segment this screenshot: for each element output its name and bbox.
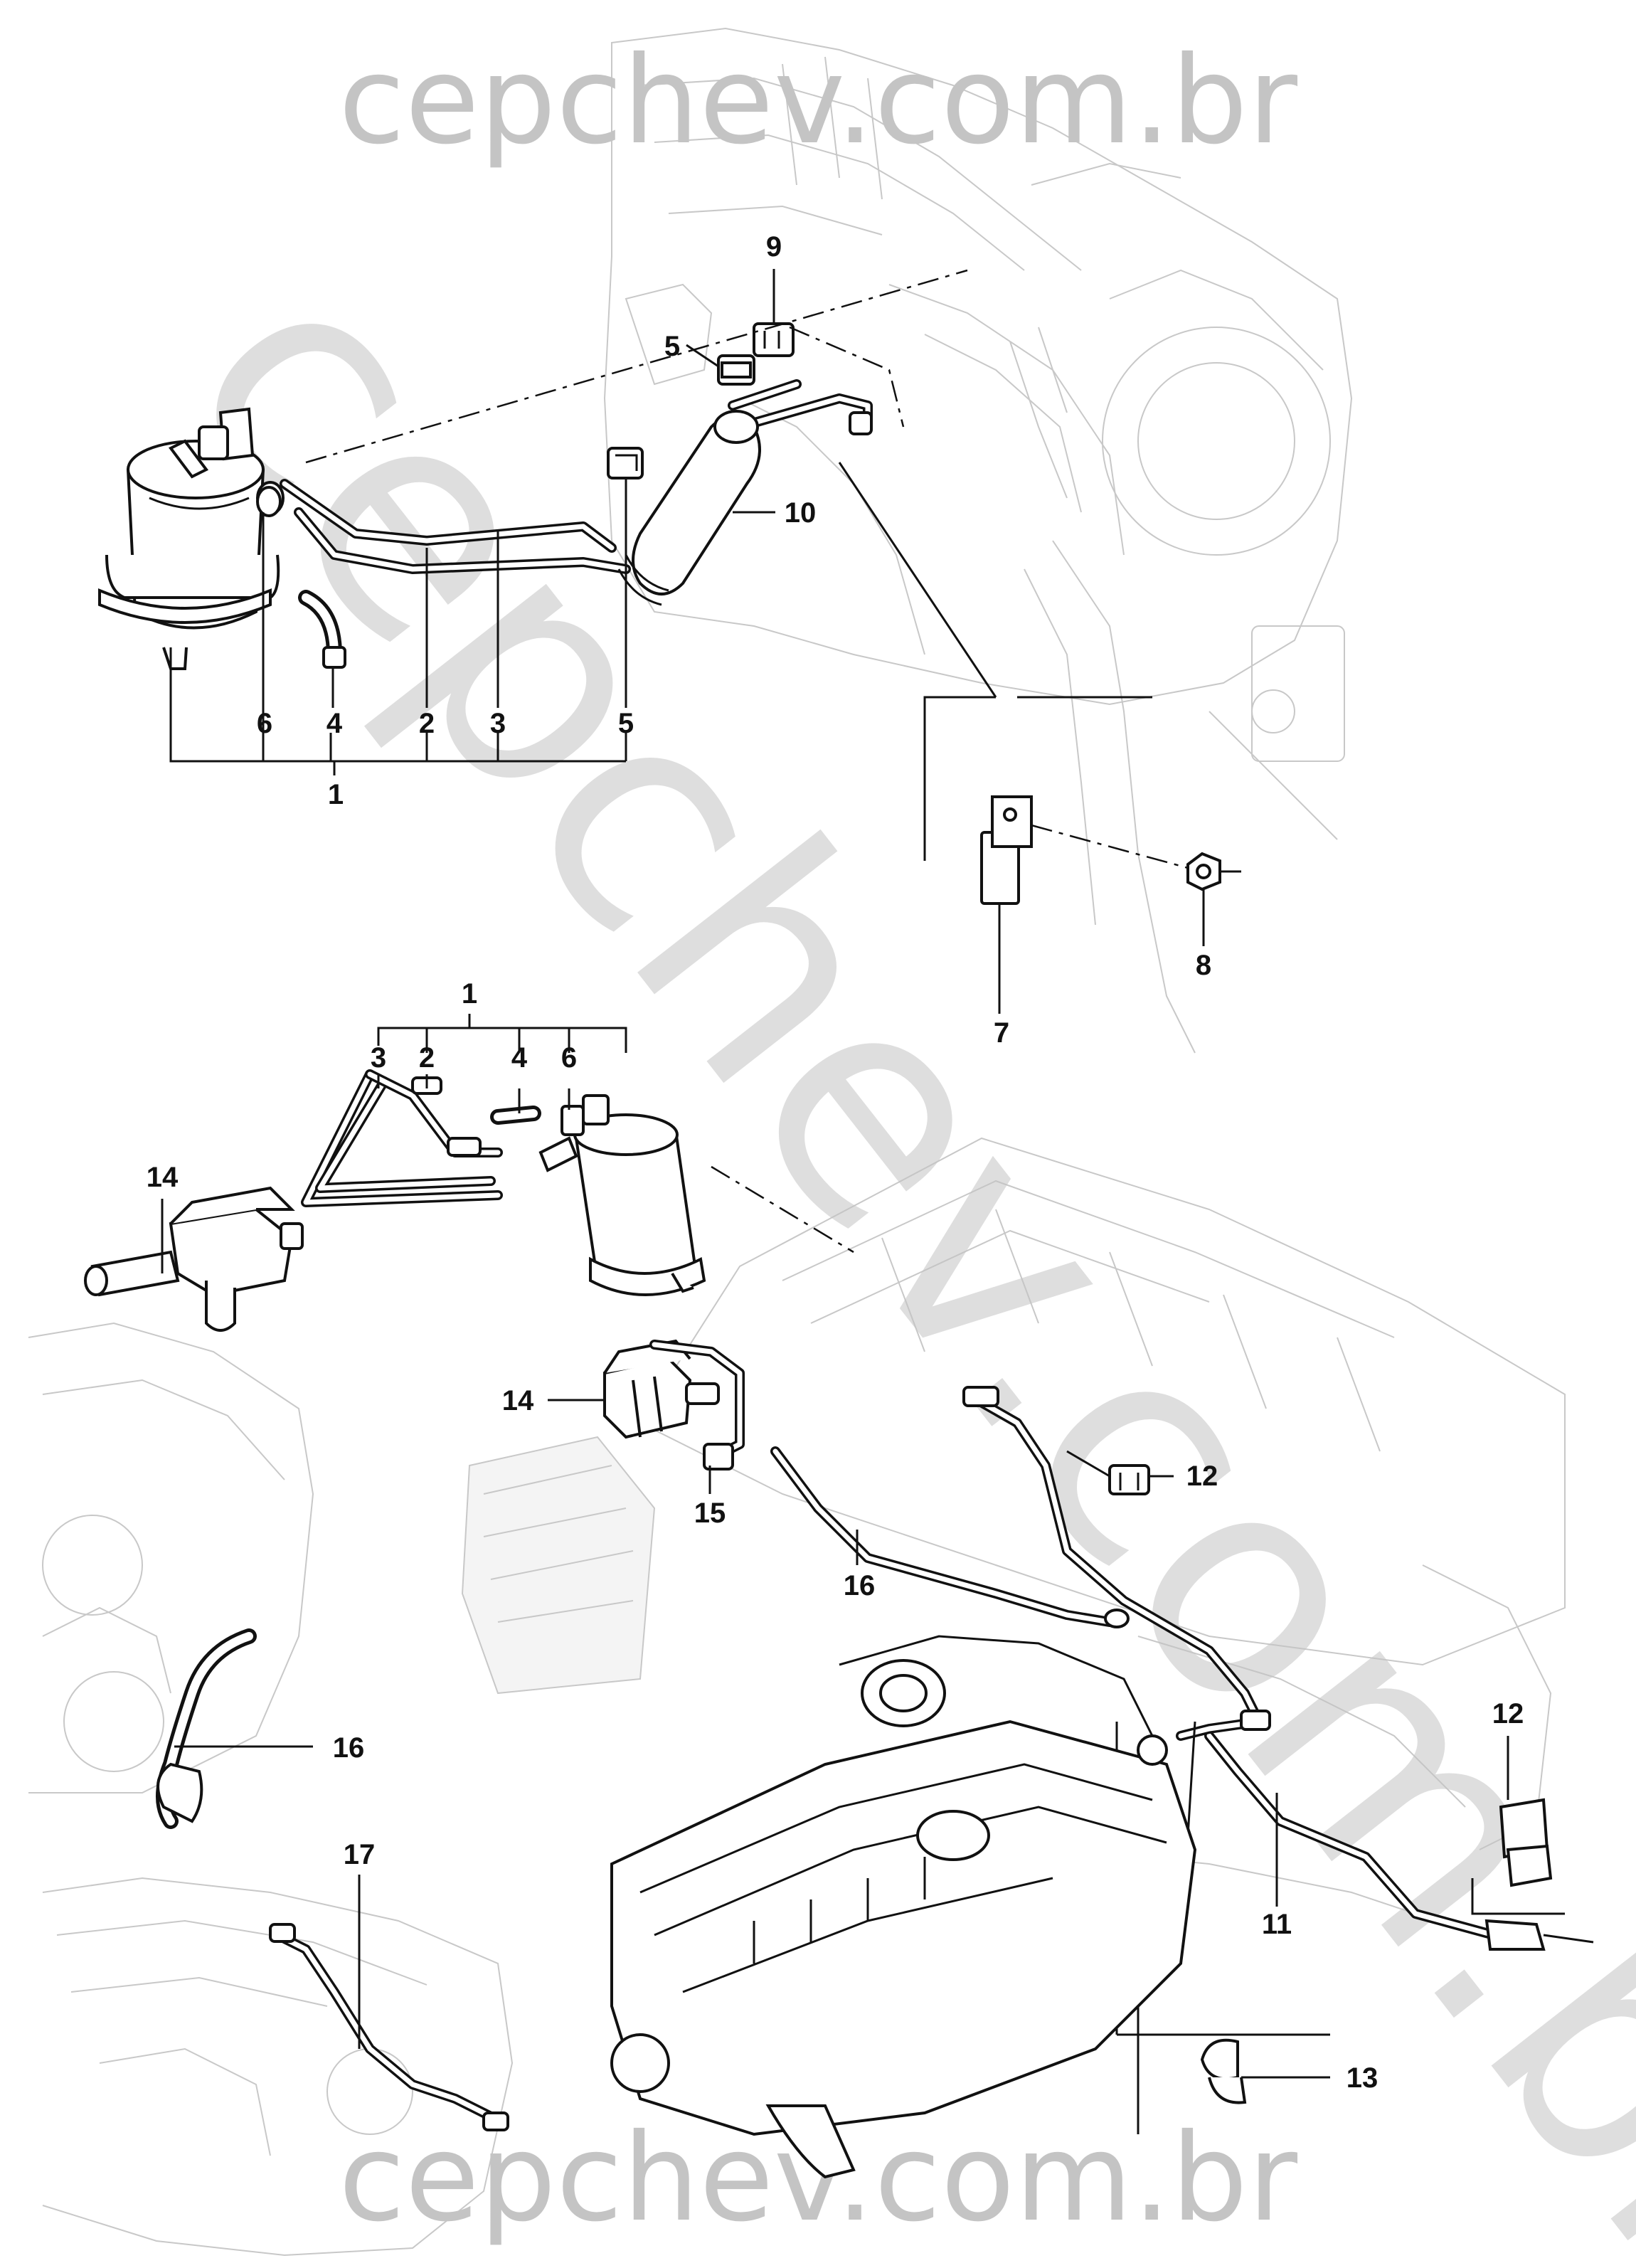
bracket-1-top xyxy=(169,647,627,775)
top-callouts: 1 6 4 2 3 5 5 9 10 7 8 xyxy=(169,231,1211,1049)
hose-16-detail xyxy=(156,1628,257,1829)
callout-bottom-4: 4 xyxy=(511,1042,528,1074)
purge-valve-14-detail xyxy=(84,1186,304,1332)
callout-bottom-12-detail: 12 xyxy=(1492,1698,1524,1729)
callout-top-7: 7 xyxy=(994,1017,1009,1049)
background-body-structure-bottom xyxy=(28,1137,1566,2257)
callout-bottom-14-main: 14 xyxy=(502,1385,534,1416)
guide-line-top-1 xyxy=(305,269,968,464)
top-assembly xyxy=(98,269,1241,905)
callout-top-8: 8 xyxy=(1196,950,1211,981)
callout-bottom-14-detail: 14 xyxy=(147,1162,179,1193)
clip-12-detail xyxy=(1471,1798,1565,1915)
bracket-7 xyxy=(980,795,1033,905)
callout-top-3: 3 xyxy=(490,708,506,739)
hose-16-main xyxy=(770,1446,1130,1628)
engine-block xyxy=(610,1635,1197,2179)
watermark-top: cepchev.com.br xyxy=(339,31,1297,171)
callout-top-5-lower: 5 xyxy=(618,708,634,739)
callout-bottom-16-detail: 16 xyxy=(333,1732,365,1764)
clip-6 xyxy=(256,486,282,517)
clip-5-lower xyxy=(607,447,644,479)
callout-top-1: 1 xyxy=(328,779,344,810)
callout-bottom-15: 15 xyxy=(694,1498,726,1529)
callout-bottom-2: 2 xyxy=(419,1042,435,1074)
bottom-callouts: 1 3 2 4 6 14 14 15 16 16 12 12 11 13 17 xyxy=(147,978,1524,2094)
bottom-canister-group xyxy=(301,1069,854,1296)
callout-top-9: 9 xyxy=(766,231,782,263)
callout-top-5-upper: 5 xyxy=(664,331,680,362)
callout-top-6: 6 xyxy=(257,708,272,739)
line-17-detail xyxy=(269,1923,509,2131)
fuel-vapour-line-11 xyxy=(962,1386,1594,1951)
guide-line-top-2 xyxy=(789,326,905,428)
nut-8 xyxy=(1186,852,1241,891)
tubes-2-3-top xyxy=(280,379,873,574)
callout-bottom-1: 1 xyxy=(462,978,477,1010)
hose-4-top xyxy=(298,590,346,669)
callout-bottom-6: 6 xyxy=(561,1042,577,1074)
callout-bottom-3: 3 xyxy=(371,1042,386,1074)
detail-pointer xyxy=(838,462,997,698)
callout-bottom-16-main: 16 xyxy=(844,1570,876,1601)
clip-12-main xyxy=(1066,1450,1150,1495)
callout-bottom-11: 11 xyxy=(1262,1909,1292,1940)
bracket-1-bottom xyxy=(377,1014,627,1053)
evap-canister-top xyxy=(98,407,285,670)
clip-9 xyxy=(753,322,795,357)
detail-frame xyxy=(923,696,1152,861)
leader-5-top-upper xyxy=(686,344,719,368)
callout-bottom-17: 17 xyxy=(344,1839,376,1870)
guide-line-bottom-1 xyxy=(711,1165,854,1254)
purge-valve-14-main xyxy=(603,1339,745,1471)
callout-top-10: 10 xyxy=(785,497,817,529)
callout-top-4: 4 xyxy=(326,708,343,739)
callout-bottom-12-main: 12 xyxy=(1186,1461,1218,1492)
guide-line-bolt xyxy=(1031,824,1189,869)
resonator-10 xyxy=(617,410,761,606)
callout-top-2: 2 xyxy=(419,708,435,739)
callout-bottom-13: 13 xyxy=(1346,2062,1379,2094)
clip-5-upper xyxy=(717,354,755,386)
